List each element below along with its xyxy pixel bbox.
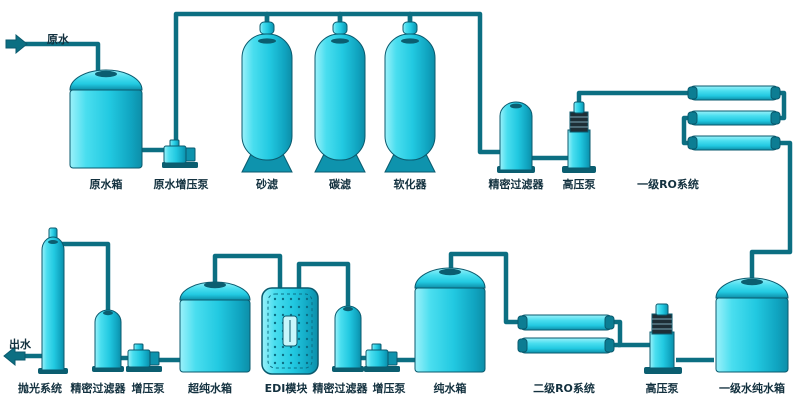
polishing-system-column (38, 227, 68, 374)
high-pressure-pump-bottom (644, 303, 682, 374)
stage1-pure-water-tank (715, 277, 789, 373)
label-booster-pump-a: 增压泵 (372, 382, 406, 395)
pipe-softener-to-precision-filter (407, 11, 502, 155)
precision-filter-b-vessel (92, 309, 124, 372)
raw-water-booster-pump (162, 139, 198, 168)
ro-system-1-membranes (687, 85, 781, 151)
pipe-ro2-right-link (612, 319, 623, 348)
pipe-hp-pump-to-ro1 (576, 90, 692, 104)
label-ro-system-1: 一级RO系统 (637, 178, 699, 191)
pipe-filter-a-to-edi (296, 261, 351, 306)
label-polishing-system: 抛光系统 (18, 382, 62, 395)
raw-water-tank (69, 69, 143, 169)
high-pressure-pump-top (562, 101, 596, 173)
precision-filter-a-vessel (332, 305, 364, 372)
ro-system-2-membranes (517, 314, 615, 354)
inlet-arrow-icon (5, 33, 28, 55)
pure-water-tank (414, 267, 486, 373)
pipe-ro2-to-pure-tank (448, 251, 520, 325)
precision-filter-top (497, 101, 535, 173)
label-precision-filter-top: 精密过滤器 (488, 178, 544, 191)
ultrapure-water-tank (179, 281, 251, 373)
pipe-sand-to-carbon (264, 11, 343, 30)
label-pure-water-tank: 纯水箱 (433, 382, 467, 395)
pipe-carbon-to-softener (337, 11, 413, 30)
outlet-arrow-icon (3, 345, 26, 367)
edi-module-unit (261, 287, 319, 375)
label-carbon-filter: 碳滤 (329, 178, 351, 191)
label-outlet: 出水 (9, 338, 31, 351)
label-edi-module: EDI模块 (264, 382, 308, 395)
carbon-filter-vessel (314, 21, 366, 173)
label-precision-filter-a: 精密过滤器 (312, 382, 368, 395)
booster-pump-b (126, 343, 162, 372)
label-high-pressure-pump-b: 高压泵 (645, 382, 679, 395)
sand-filter-vessel (241, 21, 293, 173)
pipe-ro1-to-stage1-tank (749, 140, 793, 280)
label-precision-filter-b: 精密过滤器 (70, 382, 126, 395)
label-ultrapure-water-tank: 超纯水箱 (188, 382, 232, 395)
label-raw-water-booster-pump: 原水增压泵 (153, 178, 209, 191)
label-softener: 软化器 (393, 178, 427, 191)
softener-vessel (384, 21, 436, 173)
booster-pump-a (364, 343, 400, 372)
label-raw-water-tank: 原水箱 (89, 178, 123, 191)
label-ro-system-2: 二级RO系统 (533, 382, 595, 395)
label-sand-filter: 砂滤 (256, 178, 278, 191)
pipe-edi-to-ultrapure-tank (212, 253, 283, 290)
label-inlet: 原水 (47, 33, 69, 46)
pipe-inlet-to-raw-tank (24, 41, 101, 74)
label-booster-pump-b: 增压泵 (131, 382, 165, 395)
label-stage1-pure-water-tank: 一级水纯水箱 (719, 382, 785, 395)
label-high-pressure-pump-top: 高压泵 (562, 178, 596, 191)
